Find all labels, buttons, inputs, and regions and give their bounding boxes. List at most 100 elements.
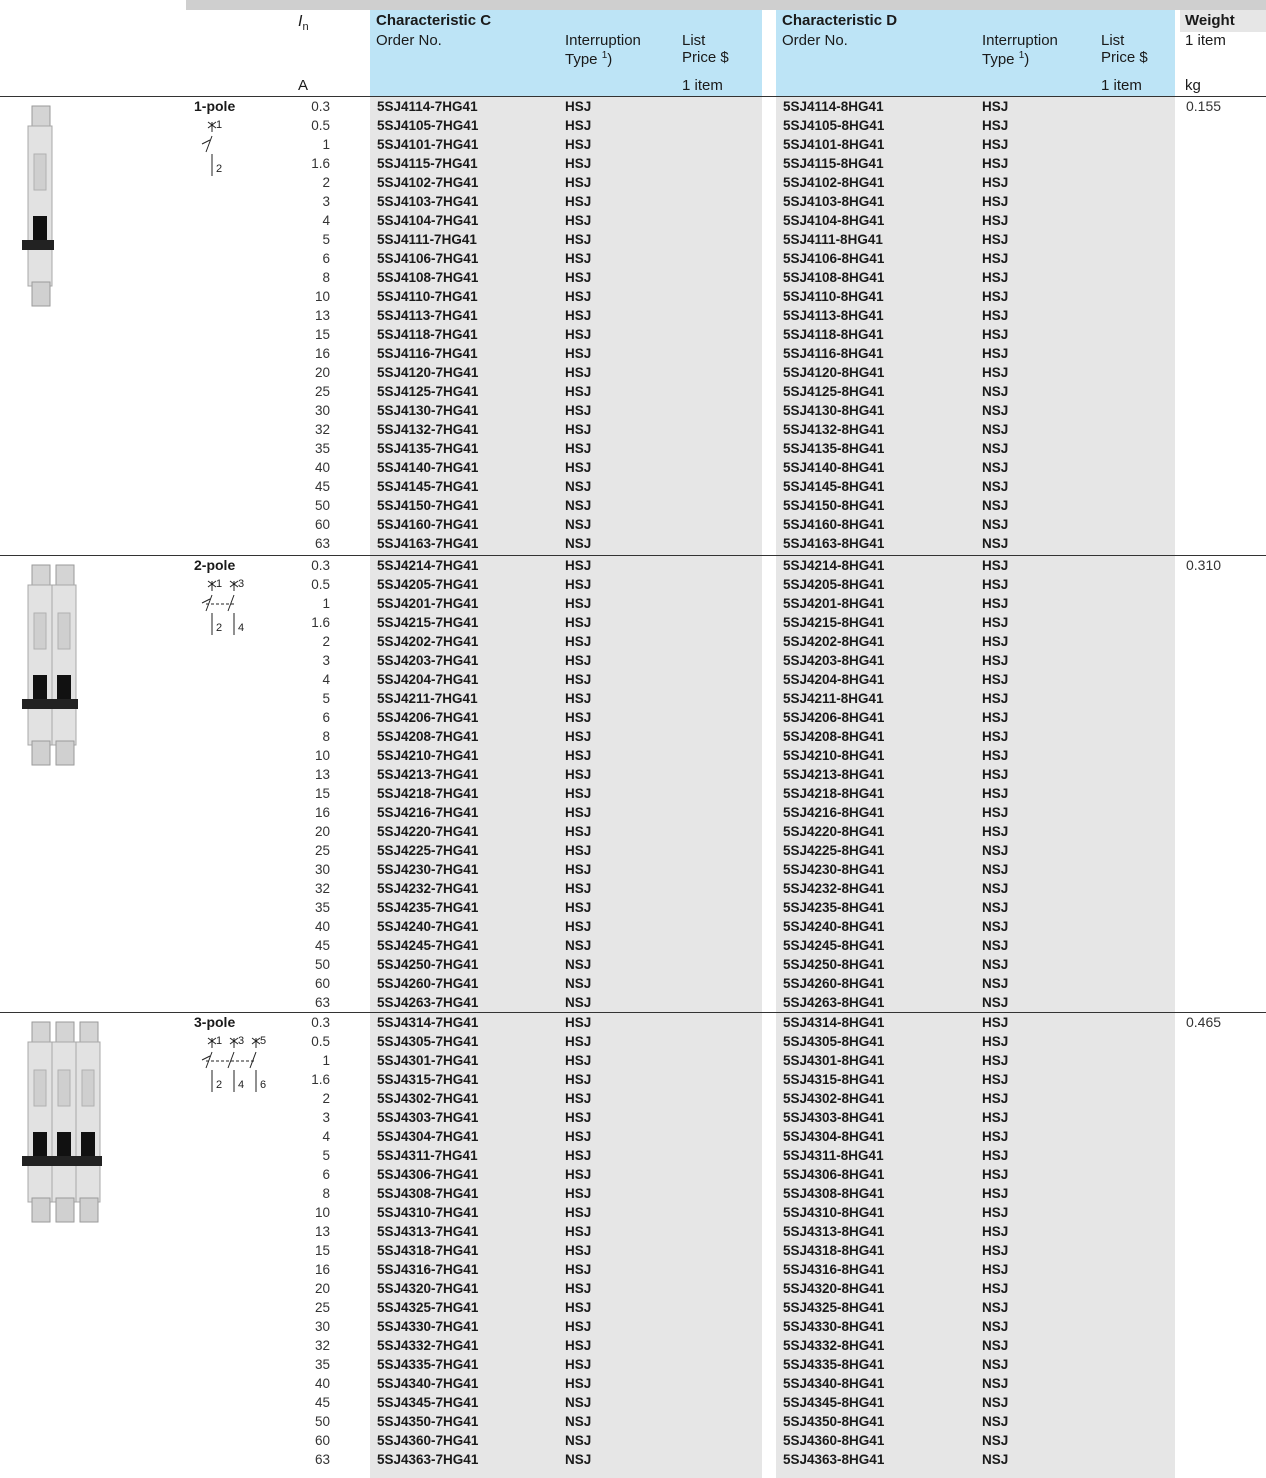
interruption-type-c: NSJ [565, 1433, 592, 1448]
order-no-c: 5SJ4116-7HG41 [377, 346, 478, 361]
interruption-type-c: HSJ [565, 900, 592, 915]
rated-current: 5 [322, 691, 330, 706]
interruption-type-d: NSJ [982, 384, 1009, 399]
order-no-d: 5SJ4145-8HG41 [783, 479, 885, 494]
rated-current: 3 [322, 653, 330, 668]
interruption-type-c: NSJ [565, 1414, 592, 1429]
order-no-c: 5SJ4203-7HG41 [377, 653, 479, 668]
interruption-type-d: HSJ [982, 1205, 1009, 1220]
order-no-d: 5SJ4116-8HG41 [783, 346, 884, 361]
interruption-type-c: HSJ [565, 156, 592, 171]
rated-current: 16 [314, 346, 330, 361]
order-no-d: 5SJ4160-8HG41 [783, 517, 885, 532]
terminal-top [31, 105, 51, 129]
rated-current: 1.6 [311, 615, 330, 630]
pole-schematic: 12 [201, 119, 222, 176]
order-no-c: 5SJ4350-7HG41 [377, 1414, 479, 1429]
order-no-c: 5SJ4315-7HG41 [377, 1072, 479, 1087]
order-no-c: 5SJ4108-7HG41 [377, 270, 479, 285]
interruption-type-c: HSJ [565, 384, 592, 399]
characteristic-c-title: Characteristic C [376, 12, 492, 29]
weight-header-bg [1180, 10, 1266, 32]
order-no-c: 5SJ4110-7HG41 [377, 289, 478, 304]
actuator-arrow [201, 139, 211, 145]
interruption-type-c: HSJ [565, 213, 592, 228]
characteristic-d-list-label: List [1101, 32, 1125, 49]
order-no-c: 5SJ4250-7HG41 [377, 957, 479, 972]
interruption-type-d: HSJ [982, 118, 1009, 133]
interruption-type-d: HSJ [982, 748, 1009, 763]
interruption-type-d: NSJ [982, 403, 1009, 418]
interruption-type-c: HSJ [565, 596, 592, 611]
interruption-type-d: HSJ [982, 1072, 1009, 1087]
rated-current: 32 [314, 422, 330, 437]
rated-current: 2 [322, 1091, 330, 1106]
terminal-bottom [31, 281, 51, 307]
interruption-type-c: HSJ [565, 251, 592, 266]
rated-current: 25 [314, 1300, 330, 1315]
label-plate [57, 1069, 71, 1107]
interruption-type-c: HSJ [565, 118, 592, 133]
interruption-type-d: HSJ [982, 270, 1009, 285]
interruption-type-c: HSJ [565, 1300, 592, 1315]
rated-current: 45 [314, 1395, 330, 1410]
order-no-d: 5SJ4205-8HG41 [783, 577, 885, 592]
order-no-c: 5SJ4303-7HG41 [377, 1110, 479, 1125]
interruption-type-d: HSJ [982, 1034, 1009, 1049]
order-no-c: 5SJ4111-7HG41 [377, 232, 477, 247]
interruption-type-c: NSJ [565, 498, 592, 513]
order-no-c: 5SJ4211-7HG41 [377, 691, 478, 706]
interruption-type-c: HSJ [565, 1281, 592, 1296]
interruption-type-c: HSJ [565, 1376, 592, 1391]
interruption-type-d: HSJ [982, 232, 1009, 247]
order-no-c: 5SJ4103-7HG41 [377, 194, 479, 209]
rated-current: 30 [314, 862, 330, 877]
switch-blade [205, 594, 213, 612]
interruption-type-c: NSJ [565, 517, 592, 532]
order-no-c: 5SJ4220-7HG41 [377, 824, 479, 839]
order-no-d: 5SJ4218-8HG41 [783, 786, 885, 801]
actuator-arrow [201, 598, 211, 604]
order-no-d: 5SJ4113-8HG41 [783, 308, 884, 323]
terminal-top [79, 1021, 99, 1045]
order-no-c: 5SJ4106-7HG41 [377, 251, 479, 266]
order-no-d: 5SJ4304-8HG41 [783, 1129, 885, 1144]
toggle-lever [33, 1132, 47, 1158]
order-no-d: 5SJ4211-8HG41 [783, 691, 884, 706]
order-no-c: 5SJ4335-7HG41 [377, 1357, 479, 1372]
order-no-d: 5SJ4316-8HG41 [783, 1262, 885, 1277]
order-no-d: 5SJ4132-8HG41 [783, 422, 885, 437]
order-no-d: 5SJ4318-8HG41 [783, 1243, 885, 1258]
order-no-c: 5SJ4132-7HG41 [377, 422, 479, 437]
order-no-d: 5SJ4314-8HG41 [783, 1015, 885, 1030]
rated-current: 1.6 [311, 156, 330, 171]
din-rail-clip [22, 699, 78, 709]
order-no-d: 5SJ4345-8HG41 [783, 1395, 885, 1410]
terminal-bottom [55, 740, 75, 766]
interruption-type-c: HSJ [565, 270, 592, 285]
weight-value: 0.310 [1186, 557, 1222, 573]
order-no-c: 5SJ4316-7HG41 [377, 1262, 479, 1277]
order-no-d: 5SJ4306-8HG41 [783, 1167, 885, 1182]
order-no-d: 5SJ4106-8HG41 [783, 251, 885, 266]
interruption-type-c: HSJ [565, 1243, 592, 1258]
interruption-type-c: HSJ [565, 441, 592, 456]
order-no-c: 5SJ4104-7HG41 [377, 213, 479, 228]
interruption-type-c: NSJ [565, 1395, 592, 1410]
order-no-c: 5SJ4163-7HG41 [377, 536, 479, 551]
rated-current: 6 [322, 710, 330, 725]
breaker-body [75, 1041, 101, 1203]
interruption-type-d: HSJ [982, 137, 1009, 152]
order-no-c: 5SJ4332-7HG41 [377, 1338, 479, 1353]
interruption-type-d: HSJ [982, 251, 1009, 266]
order-no-d: 5SJ4101-8HG41 [783, 137, 885, 152]
order-no-c: 5SJ4140-7HG41 [377, 460, 479, 475]
characteristic-d-column-bg [776, 10, 1175, 1478]
order-no-d: 5SJ4301-8HG41 [783, 1053, 885, 1068]
interruption-type-d: NSJ [982, 441, 1009, 456]
breaker-body [27, 1041, 53, 1203]
characteristic-d-price-label: Price $ [1101, 49, 1148, 66]
switch-blade [227, 1051, 235, 1069]
order-no-c: 5SJ4240-7HG41 [377, 919, 479, 934]
order-no-c: 5SJ4114-7HG41 [377, 99, 478, 114]
